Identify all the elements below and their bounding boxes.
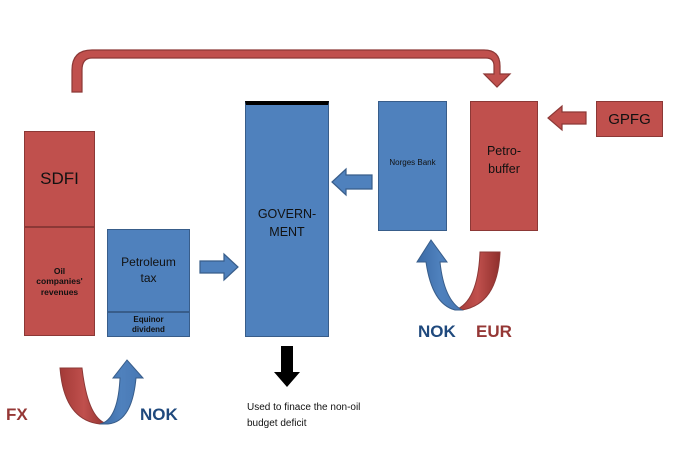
oil-revenues-box: Oil companies' revenues — [24, 227, 95, 336]
equinor-dividend-box: Equinor dividend — [107, 312, 190, 337]
bank-to-government-arrow — [331, 167, 373, 197]
fx-exchange-arrow — [59, 367, 109, 425]
petro-buffer-label: Petro-buffer — [486, 143, 522, 176]
norges-bank-box: Norges Bank — [378, 101, 447, 231]
eur-exchange-arrow — [454, 251, 501, 311]
nok-exchange-arrow-left — [99, 359, 145, 425]
top-loop-arrow — [71, 49, 512, 93]
equinor-dividend-label: Equinor dividend — [132, 314, 165, 334]
petroleum-tax-box: Petroleum tax — [107, 229, 190, 312]
petro-buffer-box: Petro-buffer — [470, 101, 538, 231]
petroleum-tax-label: Petroleum tax — [121, 254, 176, 285]
gpfg-label: GPFG — [608, 110, 651, 128]
nok-exchange-arrow-right — [416, 239, 464, 311]
sdfi-label: SDFI — [40, 169, 79, 188]
government-label: GOVERN-MENT — [257, 207, 317, 240]
sdfi-box: SDFI — [24, 131, 95, 227]
oil-revenues-label: Oil companies' revenues — [36, 265, 83, 297]
deficit-down-arrow — [274, 346, 300, 387]
norges-bank-label: Norges Bank — [389, 158, 436, 167]
eur-label: EUR — [476, 322, 512, 341]
government-box: GOVERN-MENT — [245, 101, 329, 337]
gpfg-box: GPFG — [596, 101, 663, 137]
nok-label-right: NOK — [418, 322, 456, 341]
nok-label-left: NOK — [140, 405, 178, 424]
tax-to-government-arrow — [199, 252, 239, 282]
fx-label: FX — [6, 405, 28, 424]
deficit-note: Used to finace the non-oil budget defici… — [247, 402, 361, 429]
gpfg-to-buffer-arrow — [547, 104, 587, 132]
